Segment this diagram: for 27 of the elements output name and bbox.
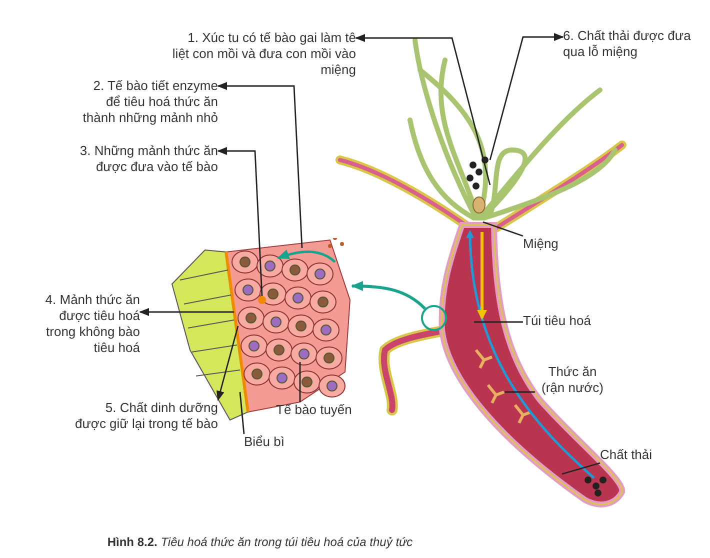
part-label: Tế bào tuyến xyxy=(276,402,366,418)
callout-text: 2. Tế bào tiết enzyme để tiêu hoá thức ăn thành những mảnh nhỏ xyxy=(78,78,218,126)
leader-arrow xyxy=(139,308,234,316)
figure-caption: Hình 8.2. Tiêu hoá thức ăn trong túi tiêu hoá của thuỷ tức xyxy=(106,535,414,549)
leader-line xyxy=(239,392,245,434)
zoom-circle xyxy=(421,305,447,331)
callout-text: 3. Những mảnh thức ăn được đưa vào tế bào xyxy=(50,143,218,175)
leader-arrow xyxy=(217,147,263,296)
part-label: Túi tiêu hoá xyxy=(523,313,608,329)
leader-arrow xyxy=(489,33,564,160)
leader-line xyxy=(562,462,600,475)
callout-text: 4. Mảnh thức ăn được tiêu hoá trong không bào tiêu hoá xyxy=(30,292,140,356)
part-label: Biểu bì xyxy=(244,434,294,450)
leader-line xyxy=(505,391,535,393)
leader-arrow xyxy=(217,82,303,248)
leader-line xyxy=(299,362,301,402)
part-label: Miệng xyxy=(523,236,573,252)
callout-text: 6. Chất thải được đưa qua lỗ miệng xyxy=(563,28,709,60)
callout-text: 1. Xúc tu có tế bào gai làm tê liệt con mồi và đưa con mồi vào miệng xyxy=(170,30,356,78)
leader-line xyxy=(482,221,524,237)
part-label: Thức ăn (rận nước) xyxy=(535,364,610,396)
part-label: Chất thải xyxy=(600,447,670,463)
leader-arrow xyxy=(355,34,491,186)
leader-line xyxy=(474,321,523,323)
arrow xyxy=(351,281,426,310)
callout-text: 5. Chất dinh dưỡng được giữ lại trong tế bào xyxy=(73,400,218,432)
leader-arrow xyxy=(216,326,239,401)
